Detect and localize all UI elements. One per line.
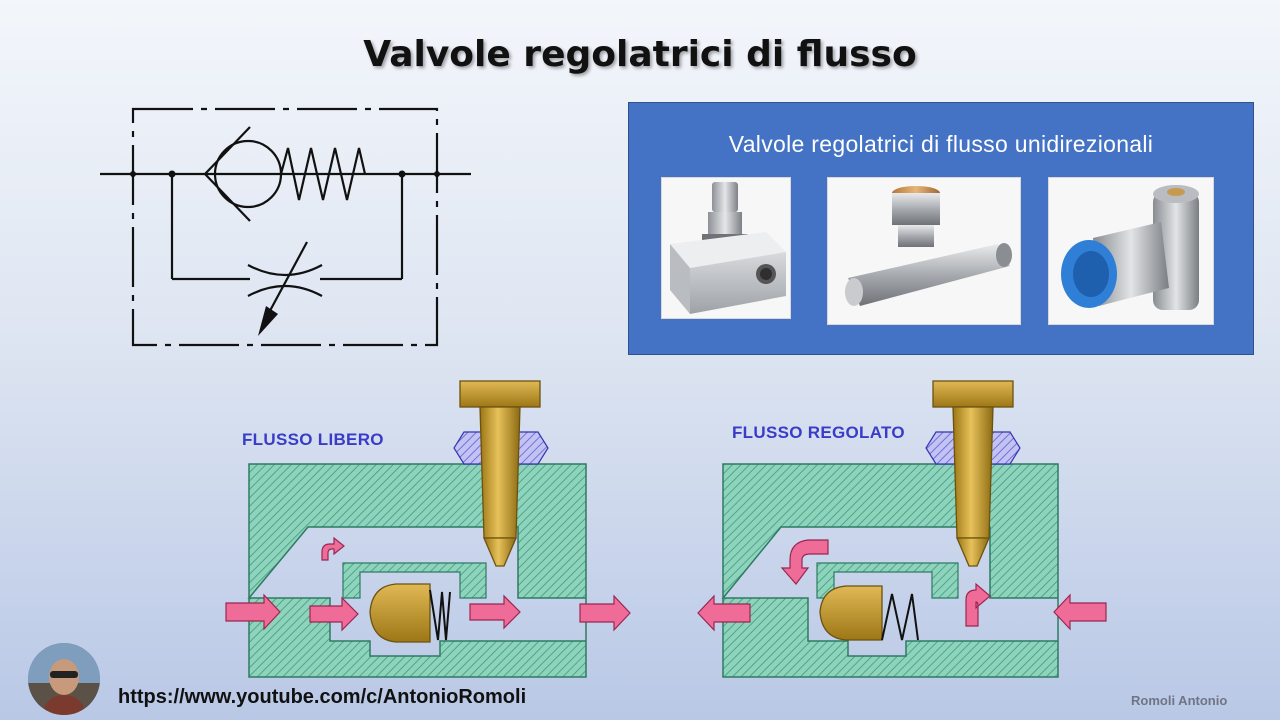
diagram-regulated-flow [697,380,1107,678]
youtube-url-link[interactable]: https://www.youtube.com/c/AntonioRomoli [118,686,527,708]
product-panel: Valvole regolatrici di flusso unidirezio… [628,102,1254,355]
label-free-flow: FLUSSO LIBERO [242,430,384,449]
photo-aignep-valve [661,177,791,319]
diagram-free-flow [225,380,631,678]
author-avatar [28,643,100,715]
page-title: Valvole regolatrici di flusso [363,34,917,75]
author-credit: Romoli Antonio [1131,693,1228,708]
photo-elbow-regulator [1048,177,1214,325]
photo-inline-regulator [827,177,1021,325]
label-regulated-flow: FLUSSO REGOLATO [732,423,905,442]
panel-title: Valvole regolatrici di flusso unidirezio… [728,131,1154,157]
